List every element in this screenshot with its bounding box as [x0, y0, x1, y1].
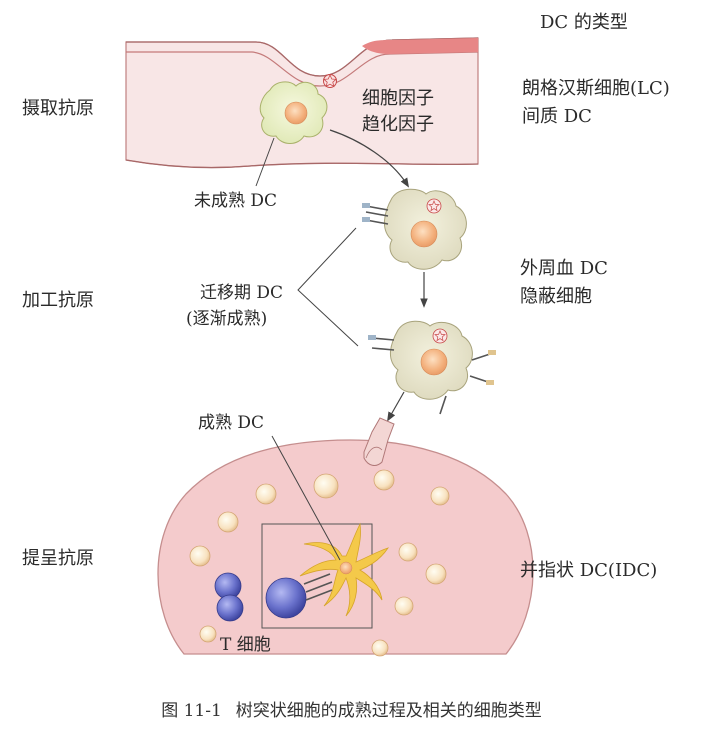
label-cytokine: 细胞因子: [362, 88, 434, 109]
cell-type-peripheral-blood-dc: 外周血 DC: [520, 258, 608, 279]
cell-type-veiled-cell: 隐蔽细胞: [520, 286, 592, 307]
figure-caption: 图 11-1 树突状细胞的成熟过程及相关的细胞类型: [0, 696, 703, 721]
stage-present-antigen: 提呈抗原: [22, 548, 94, 569]
immune-synapse: [303, 573, 333, 601]
t-cell-large: [265, 577, 307, 619]
label-migrating-dc: 迁移期 DC: [200, 283, 284, 303]
t-cell-group: [214, 572, 244, 622]
cell-type-idc: 并指状 DC(IDC): [520, 560, 658, 581]
label-immature-dc: 未成熟 DC: [194, 191, 278, 211]
figure-number: 图 11-1: [161, 701, 222, 721]
stage-process-antigen: 加工抗原: [22, 290, 94, 311]
lymph-cells: [189, 469, 450, 657]
migrating-dc-cell-2: [368, 320, 496, 415]
antigen-star-icon: [323, 74, 337, 88]
stage-capture-antigen: 摄取抗原: [22, 98, 94, 119]
cell-type-interstitial-dc: 间质 DC: [522, 106, 592, 127]
migrating-dc-cell-1: [362, 188, 467, 270]
mature-dc-cell: [299, 522, 389, 617]
immature-dc-cell: [259, 81, 328, 144]
label-gradually-maturing: (逐渐成熟): [186, 309, 268, 329]
figure-caption-text: 树突状细胞的成熟过程及相关的细胞类型: [235, 701, 542, 721]
cell-type-lc: 朗格汉斯细胞(LC): [522, 78, 670, 99]
lymph-node: [157, 417, 534, 655]
label-t-cell: T 细胞: [220, 635, 271, 655]
dc-types-heading: DC 的类型: [540, 12, 628, 33]
label-mature-dc: 成熟 DC: [198, 413, 265, 433]
label-chemokine: 趋化因子: [362, 114, 434, 135]
inset-frame: [261, 523, 373, 629]
